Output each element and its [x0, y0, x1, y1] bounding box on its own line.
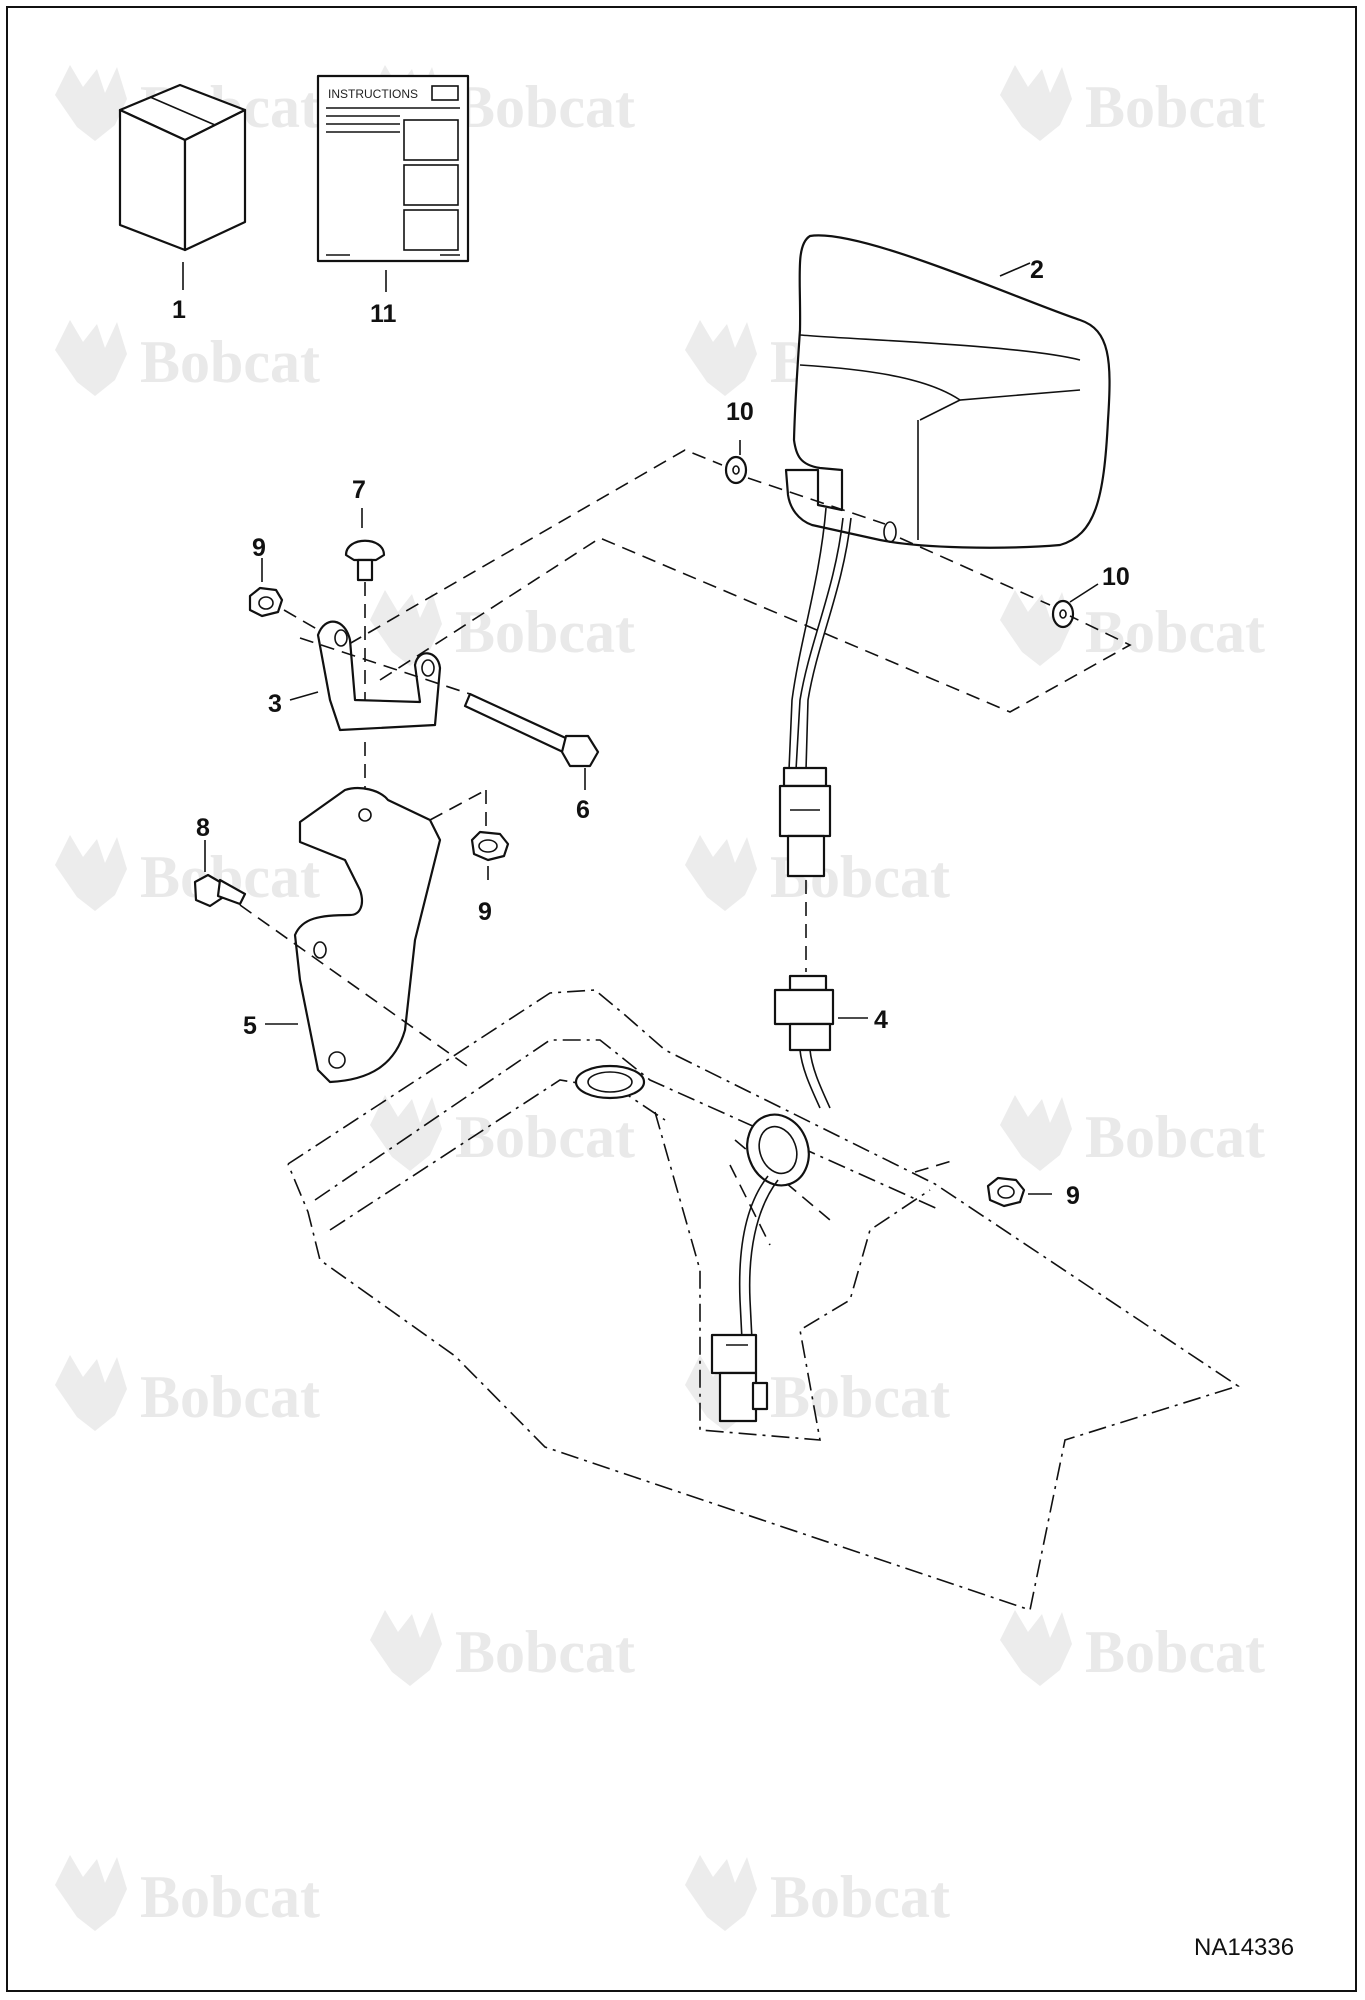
- connector-icon: [773, 880, 868, 1109]
- instructions-heading: INSTRUCTIONS: [328, 87, 418, 101]
- watermark-10: Bobcat: [370, 1095, 635, 1171]
- instructions-sheet-icon: INSTRUCTIONS: [316, 74, 470, 292]
- watermark-7: Bobcat: [1000, 590, 1265, 666]
- watermark-12: Bobcat: [55, 1355, 320, 1431]
- svg-text:Bobcat: Bobcat: [455, 599, 635, 665]
- watermark-4: Bobcat: [55, 320, 320, 396]
- watermark-11: Bobcat: [1000, 1095, 1265, 1171]
- callout-7: 7: [352, 476, 366, 504]
- svg-text:Bobcat: Bobcat: [455, 1619, 635, 1685]
- watermark-8: Bobcat: [55, 835, 320, 911]
- document-id: NA14336: [1194, 1934, 1294, 1961]
- callout-5: 5: [243, 1012, 257, 1040]
- callout-1: 1: [172, 296, 186, 324]
- callout-11: 11: [370, 300, 397, 328]
- svg-text:Bobcat: Bobcat: [140, 1864, 320, 1930]
- svg-text:Bobcat: Bobcat: [770, 1364, 950, 1430]
- machine-frame-outline: [287, 989, 1240, 1612]
- callout-9b: 9: [478, 898, 492, 926]
- callout-10b: 10: [1102, 563, 1130, 591]
- grommet-icon: [738, 1113, 810, 1341]
- light-housing-icon: [784, 234, 1111, 549]
- callout-9c: 9: [1066, 1182, 1080, 1210]
- watermark-15: Bobcat: [1000, 1610, 1265, 1686]
- callout-4: 4: [874, 1006, 888, 1034]
- svg-text:Bobcat: Bobcat: [1085, 1619, 1265, 1685]
- watermark-14: Bobcat: [370, 1610, 635, 1686]
- flange-nut-icon-lower: [986, 1176, 1052, 1208]
- washer-icon: [724, 440, 748, 485]
- callout-6: 6: [576, 796, 590, 824]
- svg-text:Bobcat: Bobcat: [140, 329, 320, 395]
- flange-nut-icon-middle: [470, 790, 510, 880]
- lower-connector-icon: [710, 1333, 769, 1423]
- svg-text:Bobcat: Bobcat: [1085, 1104, 1265, 1170]
- support-bracket-icon: [265, 786, 487, 1084]
- washer-icon-right: [1051, 583, 1099, 629]
- svg-text:Bobcat: Bobcat: [455, 74, 635, 140]
- box-icon: [118, 83, 247, 290]
- mounting-bracket-icon: [289, 620, 442, 732]
- watermark-16: Bobcat: [55, 1855, 320, 1931]
- callout-2: 2: [1030, 256, 1044, 284]
- callout-8: 8: [196, 814, 210, 842]
- light-harness: [778, 507, 852, 878]
- svg-text:Bobcat: Bobcat: [455, 1104, 635, 1170]
- callout-10a: 10: [726, 398, 754, 426]
- watermark-6: Bobcat: [370, 590, 635, 666]
- flange-bolt-icon: [193, 840, 471, 1069]
- watermark-3: Bobcat: [1000, 65, 1265, 141]
- flange-nut-icon: [248, 558, 323, 633]
- watermark-17: Bobcat: [685, 1855, 950, 1931]
- carriage-bolt-icon: [344, 508, 386, 710]
- alignment-lines-top: [329, 449, 1132, 713]
- drawing-frame: [6, 6, 1357, 1992]
- callout-3: 3: [268, 690, 282, 718]
- svg-text:Bobcat: Bobcat: [140, 1364, 320, 1430]
- svg-text:Bobcat: Bobcat: [770, 1864, 950, 1930]
- callout-9a: 9: [252, 534, 266, 562]
- hex-bolt-icon: [299, 637, 600, 790]
- svg-text:Bobcat: Bobcat: [1085, 74, 1265, 140]
